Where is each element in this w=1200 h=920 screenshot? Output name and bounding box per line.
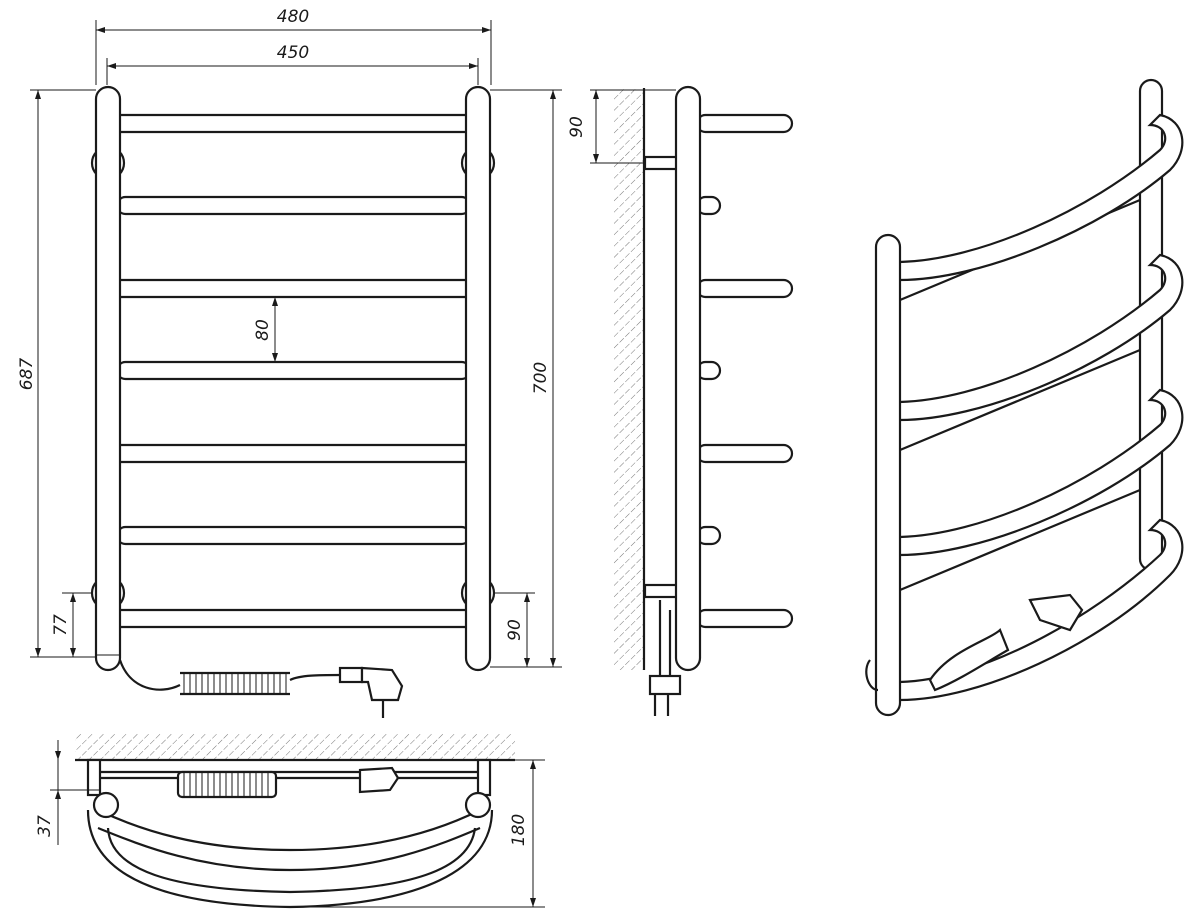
- dim-height-right: 700: [531, 362, 551, 394]
- rail-bar: [115, 525, 472, 546]
- front-view: 480 450 687 700 80 77 90: [17, 7, 562, 718]
- curved-bar: [887, 113, 1184, 282]
- coiled-cord: [180, 671, 290, 696]
- front-post: [874, 233, 902, 717]
- perspective-view: [865, 78, 1184, 717]
- rail-bar: [98, 113, 489, 134]
- wall-hatch: [614, 88, 644, 670]
- dim-axis-width: 450: [277, 43, 309, 63]
- top-view: 37 180: [35, 733, 545, 909]
- curved-bar: [887, 253, 1184, 422]
- dim-bottom-offset: 77: [51, 614, 71, 636]
- right-post: [464, 85, 492, 672]
- dim-depth: 180: [509, 814, 529, 846]
- rail-bar: [98, 608, 489, 629]
- dim-overall-width: 480: [277, 7, 309, 27]
- side-view: 90: [567, 85, 794, 716]
- power-cord: [118, 659, 181, 691]
- dim-bottom-mount: 90: [505, 619, 525, 641]
- dimension-lines: [30, 20, 562, 668]
- dim-wall-gap: 37: [35, 815, 55, 837]
- dim-height-left: 687: [17, 358, 37, 391]
- wall-hatch: [75, 733, 515, 760]
- plug-icon: [338, 666, 404, 718]
- dim-top-mount-side: 90: [567, 116, 587, 138]
- rail-bar: [115, 360, 472, 381]
- plug-icon: [1028, 593, 1084, 632]
- side-post: [674, 85, 702, 672]
- rail-bar: [98, 443, 489, 464]
- coiled-cord: [928, 628, 1010, 692]
- rail-bar: [98, 278, 489, 299]
- rail-bar: [115, 195, 472, 216]
- dim-bar-spacing: 80: [253, 319, 273, 341]
- left-post: [94, 85, 122, 672]
